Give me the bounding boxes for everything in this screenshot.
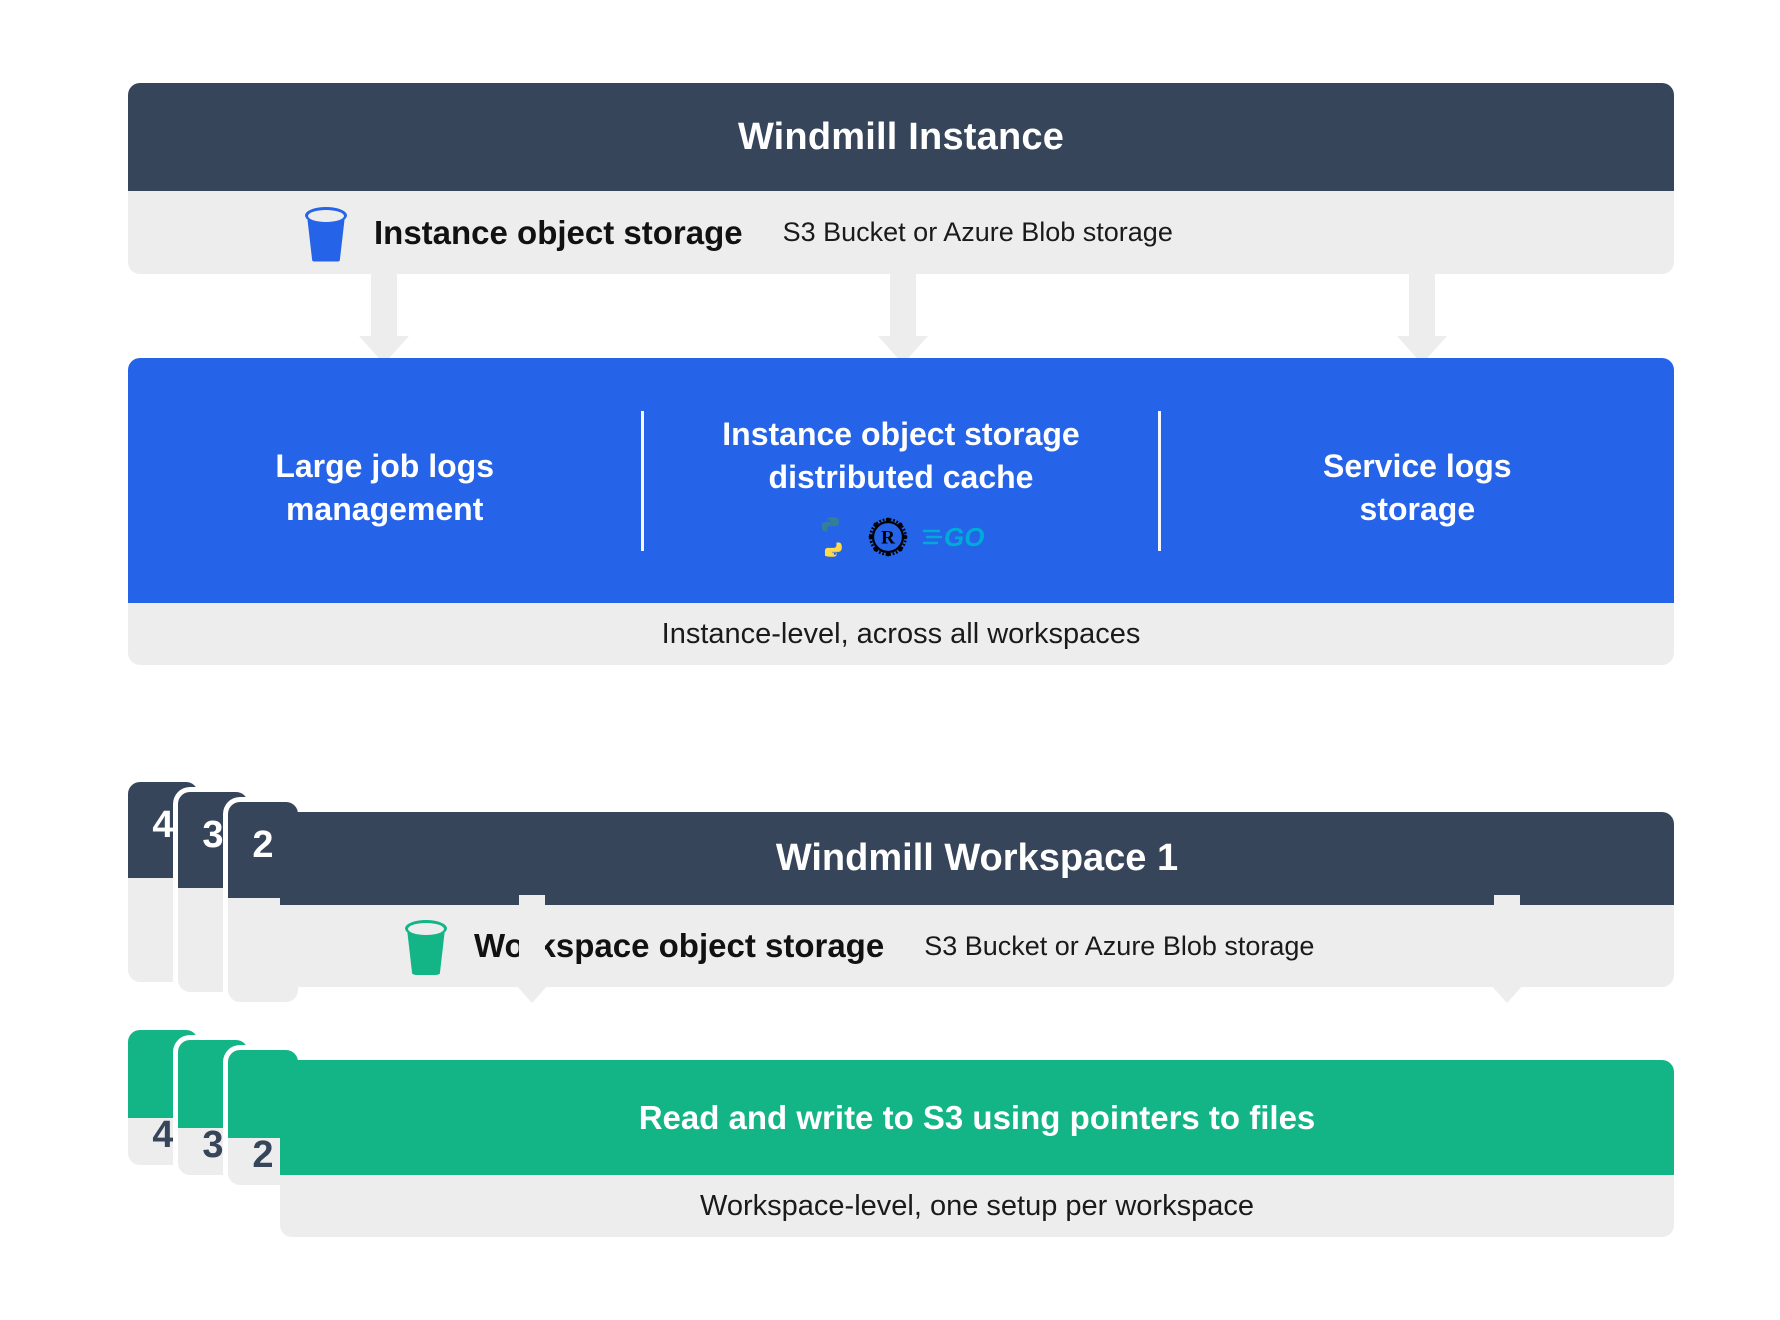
feature-large-job-logs: Large job logs management	[128, 431, 641, 530]
workspace-storage-strip: Workspace object storage S3 Bucket or Az…	[280, 905, 1674, 987]
bucket-icon	[400, 917, 452, 975]
instance-storage-sublabel: S3 Bucket or Azure Blob storage	[782, 217, 1173, 247]
workspace-action-band: Read and write to S3 using pointers to f…	[280, 1060, 1674, 1175]
feature-line-1: Service logs	[1323, 447, 1512, 484]
feature-divider	[641, 410, 645, 551]
feature-divider	[1157, 410, 1161, 551]
feature-line-2: storage	[1359, 490, 1476, 527]
instance-feature-band: Large job logs management Instance objec…	[128, 358, 1674, 603]
feature-line-2: management	[285, 490, 484, 527]
bucket-icon	[300, 204, 352, 262]
connector-arrow-1	[359, 248, 409, 364]
green-stack-number: 2	[252, 1134, 274, 1176]
instance-card: Windmill Instance Instance object storag…	[128, 83, 1674, 274]
workspace-title: Windmill Workspace 1	[280, 812, 1674, 905]
workspace-card: Windmill Workspace 1 Workspace object st…	[280, 812, 1674, 987]
feature-distributed-cache: Instance object storage distributed cach…	[644, 399, 1157, 562]
feature-line-1: Instance object storage	[722, 415, 1080, 452]
svg-text:R: R	[881, 528, 896, 549]
feature-service-logs: Service logs storage	[1161, 431, 1674, 530]
workspace-footer: Workspace-level, one setup per workspace	[280, 1175, 1674, 1237]
workspace-connector-arrow-2	[1482, 895, 1532, 1003]
instance-storage-label: Instance object storage	[374, 213, 743, 251]
green-stack-number: 4	[152, 1114, 174, 1156]
green-stack-number: 3	[202, 1124, 224, 1166]
instance-title: Windmill Instance	[128, 83, 1674, 191]
rust-icon: R	[866, 515, 910, 559]
language-icons: R	[810, 512, 992, 562]
feature-line-1: Large job logs	[275, 447, 494, 484]
workspace-stack-number: 3	[202, 814, 224, 856]
python-icon	[810, 515, 854, 559]
workspace-stack-number: 4	[152, 804, 174, 846]
go-icon: GO	[922, 520, 992, 554]
workspace-stack-number: 2	[252, 824, 274, 866]
connector-arrow-3	[1397, 248, 1447, 364]
connector-arrow-2	[878, 248, 928, 364]
instance-footer: Instance-level, across all workspaces	[128, 603, 1674, 665]
feature-line-2: distributed cache	[768, 458, 1034, 495]
svg-text:GO: GO	[944, 522, 984, 552]
workspace-connector-arrow-1	[507, 895, 557, 1003]
workspace-storage-sublabel: S3 Bucket or Azure Blob storage	[924, 930, 1315, 961]
